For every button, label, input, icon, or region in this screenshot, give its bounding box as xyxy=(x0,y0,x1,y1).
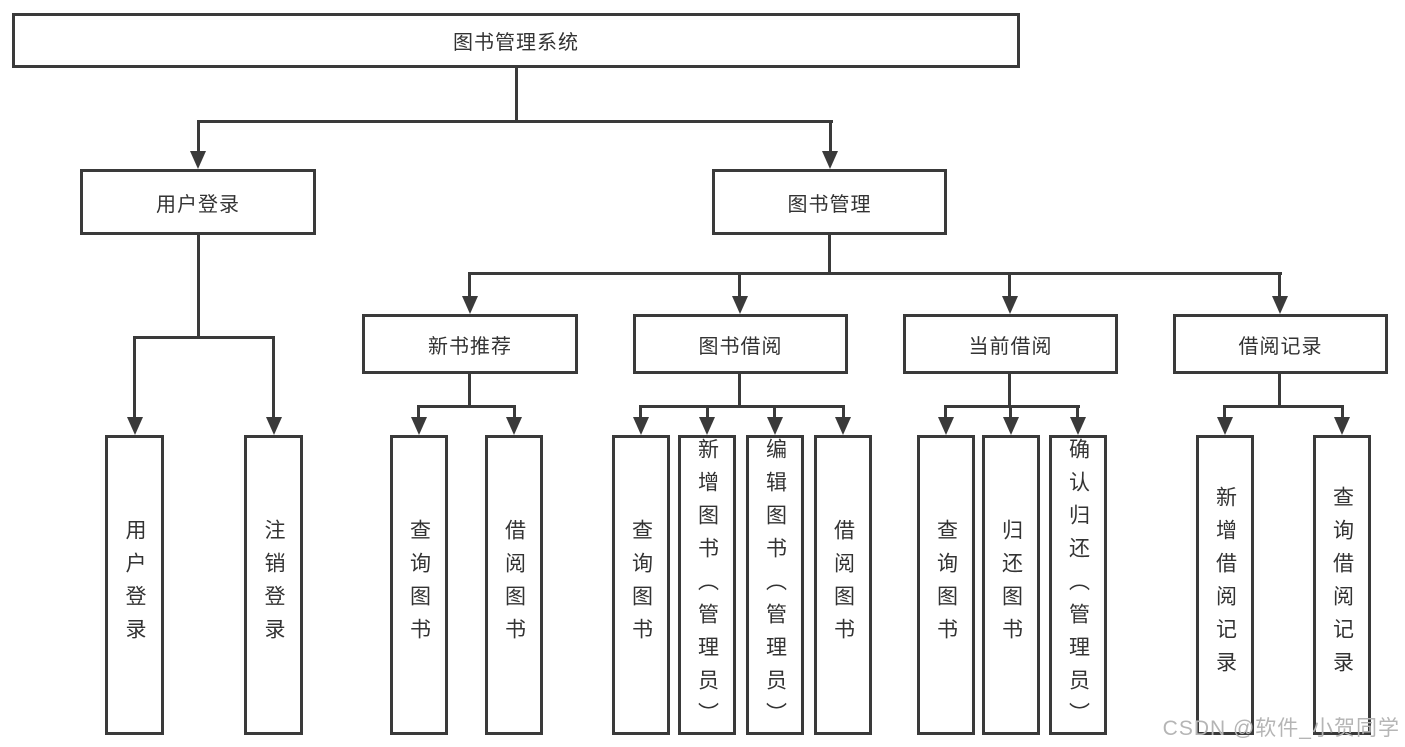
arrow-user-login xyxy=(190,151,206,169)
leaf-confirm-return-admin: 确认归还（管理员） xyxy=(1049,435,1107,735)
connector-root-stub xyxy=(515,68,518,123)
connector-newbook-stub xyxy=(468,374,471,408)
leaf-edit-books-admin: 编辑图书（管理员） xyxy=(746,435,804,735)
connector-drop-c2 xyxy=(706,405,709,420)
connector-drop-d3 xyxy=(1076,405,1079,420)
csdn-watermark: CSDN @软件_小贺同学 xyxy=(1162,717,1400,740)
node-current-borrowing: 当前借阅 xyxy=(903,314,1118,374)
node-book-borrowing: 图书借阅 xyxy=(633,314,848,374)
arrow-c4 xyxy=(835,417,851,435)
leaf-query-borrow-record: 查询借阅记录 xyxy=(1313,435,1371,735)
connector-bookborrow-split xyxy=(639,405,845,408)
node-borrowing-records: 借阅记录 xyxy=(1173,314,1388,374)
connector-root-split xyxy=(197,120,833,123)
arrow-leaf-logout xyxy=(266,417,282,435)
arrow-borrow-records xyxy=(1272,296,1288,314)
connector-drop-current-borrow xyxy=(1008,272,1011,300)
node-new-book-recommendation: 新书推荐 xyxy=(362,314,578,374)
connector-bookmgmt-split xyxy=(468,272,1282,275)
connector-drop-e2 xyxy=(1341,405,1344,420)
leaf-query-books-recommend: 查询图书 xyxy=(390,435,448,735)
leaf-borrow-books-recommend: 借阅图书 xyxy=(485,435,543,735)
connector-drop-b1 xyxy=(417,405,420,420)
arrow-b2 xyxy=(506,417,522,435)
connector-drop-d1 xyxy=(944,405,947,420)
connector-bookmgmt-stub xyxy=(828,235,831,275)
arrow-e2 xyxy=(1334,417,1350,435)
leaf-user-login: 用户登录 xyxy=(105,435,164,735)
leaf-logout-login: 注销登录 xyxy=(244,435,303,735)
connector-userlogin-split xyxy=(133,336,275,339)
connector-borrowrecords-stub xyxy=(1278,374,1281,408)
arrow-new-book xyxy=(462,296,478,314)
node-library-management-system: 图书管理系统 xyxy=(12,13,1020,68)
arrow-leaf-user-login xyxy=(127,417,143,435)
arrow-c2 xyxy=(699,417,715,435)
leaf-query-books-borrowing: 查询图书 xyxy=(612,435,670,735)
connector-bookborrow-stub xyxy=(738,374,741,408)
connector-drop-leaf-user-login xyxy=(133,336,136,420)
connector-drop-c3 xyxy=(773,405,776,420)
connector-currentborrow-stub xyxy=(1008,374,1011,408)
leaf-add-borrow-record: 新增借阅记录 xyxy=(1196,435,1254,735)
leaf-return-books: 归还图书 xyxy=(982,435,1040,735)
connector-drop-new-book xyxy=(468,272,471,300)
leaf-query-books-current: 查询图书 xyxy=(917,435,975,735)
connector-drop-c4 xyxy=(842,405,845,420)
connector-drop-borrow-records xyxy=(1278,272,1281,300)
arrow-b1 xyxy=(411,417,427,435)
connector-drop-book-borrow xyxy=(738,272,741,300)
arrow-book-borrow xyxy=(732,296,748,314)
arrow-d2 xyxy=(1003,417,1019,435)
connector-drop-e1 xyxy=(1223,405,1226,420)
arrow-d1 xyxy=(938,417,954,435)
connector-drop-d2 xyxy=(1009,405,1012,420)
arrow-e1 xyxy=(1217,417,1233,435)
arrow-c1 xyxy=(633,417,649,435)
connector-currentborrow-split xyxy=(944,405,1080,408)
connector-drop-book-mgmt xyxy=(829,120,832,156)
connector-drop-b2 xyxy=(513,405,516,420)
arrow-d3 xyxy=(1070,417,1086,435)
connector-userlogin-stub xyxy=(197,235,200,339)
arrow-book-mgmt xyxy=(822,151,838,169)
connector-drop-user-login xyxy=(197,120,200,156)
connector-borrowrecords-split xyxy=(1223,405,1344,408)
connector-drop-leaf-logout xyxy=(272,336,275,420)
node-user-login: 用户登录 xyxy=(80,169,316,235)
node-book-management: 图书管理 xyxy=(712,169,947,235)
arrow-c3 xyxy=(767,417,783,435)
connector-newbook-split xyxy=(417,405,516,408)
leaf-add-books-admin: 新增图书（管理员） xyxy=(678,435,736,735)
arrow-current-borrow xyxy=(1002,296,1018,314)
leaf-borrow-books-borrowing: 借阅图书 xyxy=(814,435,872,735)
connector-drop-c1 xyxy=(639,405,642,420)
